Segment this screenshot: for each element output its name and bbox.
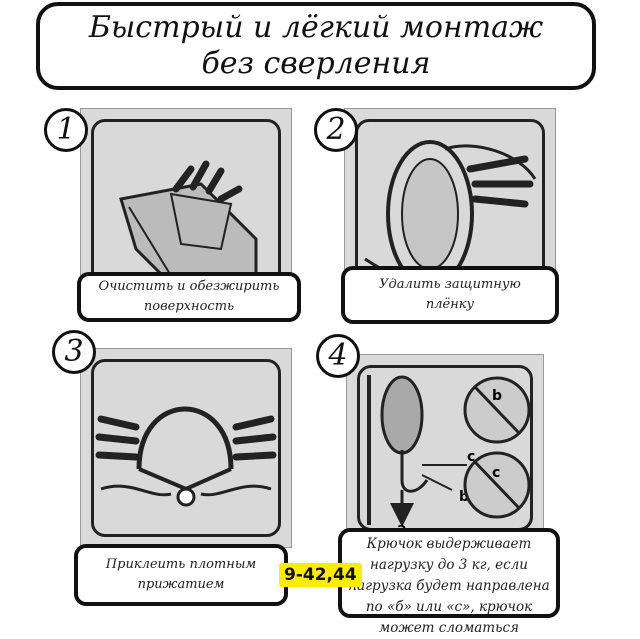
label-b: b [492, 388, 502, 404]
title-line-2: без сверления [201, 46, 431, 81]
cloth-wipe-icon [119, 160, 258, 286]
step-3-caption: Приклеить плотным прижатием [74, 544, 288, 606]
step-4-number: 4 [316, 334, 360, 378]
step-4-caption: Крючок выдерживает нагрузку до 3 кг, есл… [338, 528, 560, 636]
step-4-illustration: a b c b c [346, 354, 544, 542]
label-b-arrow: b [459, 489, 469, 505]
title-banner: Быстрый и лёгкий монтаж без сверления [36, 2, 596, 90]
step-2-caption: Удалить защитную плёнку [341, 266, 559, 324]
press-hook-icon [95, 406, 277, 507]
label-c: c [492, 465, 500, 481]
load-direction-diagram: a b c b c [367, 375, 531, 537]
price-badge: 9-42,44 [279, 563, 362, 587]
step-3-number: 3 [52, 330, 96, 374]
title-line-1: Быстрый и лёгкий монтаж [88, 10, 544, 45]
step-1-caption: Очистить и обезжирить поверхность [77, 272, 301, 322]
label-c-arrow: c [467, 449, 475, 465]
step-2-number: 2 [314, 108, 358, 152]
step-3-illustration [80, 348, 292, 548]
step-1-number: 1 [44, 108, 88, 152]
